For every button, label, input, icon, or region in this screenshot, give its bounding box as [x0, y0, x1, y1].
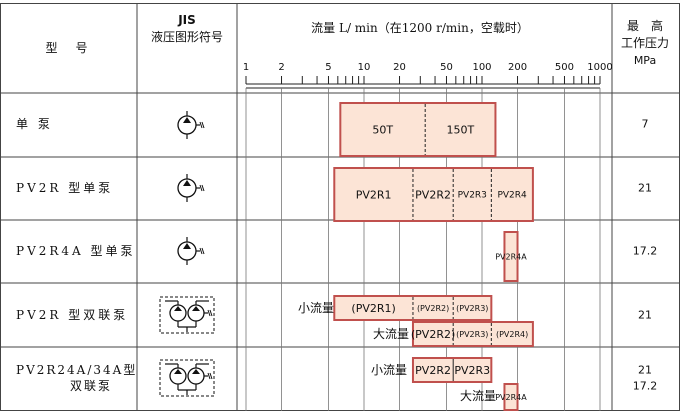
- pressure-header-line2: 工作压力: [620, 36, 670, 50]
- scale-tick-label: 5: [325, 62, 331, 73]
- model-row-1: 单 泵: [16, 117, 53, 131]
- model-row-5-line2: 双联泵: [70, 379, 113, 393]
- flow-bar-large-flow: [411, 321, 534, 347]
- flow-bar-pv2r-single: [333, 167, 534, 222]
- bar-label: (PV2R3): [456, 304, 488, 313]
- bar-label: PV2R4A: [495, 252, 527, 261]
- bar-label: PV2R2: [415, 364, 451, 377]
- jis-header-line2: 液压图形符号: [150, 30, 224, 44]
- scale-tick-label: 10: [358, 62, 371, 73]
- model-row-4: PV2R 型双联泵: [16, 308, 129, 322]
- pressure-row-4: 21: [638, 308, 652, 322]
- model-row-5-line1: PV2R24A/34A型: [16, 363, 138, 377]
- double-pump-symbol: [159, 296, 215, 334]
- bar-label: PV2R2: [415, 188, 451, 201]
- small-flow-label: 小流量: [371, 363, 408, 377]
- flow-bar-single-pump: [339, 102, 497, 157]
- pressure-row-1: 7: [641, 117, 649, 131]
- single-pump-symbol: [177, 111, 205, 139]
- single-pump-symbol: [177, 237, 205, 265]
- scale-tick-label: 20: [393, 62, 406, 73]
- single-pump-symbol: [177, 174, 205, 202]
- flow-bar-pv2r4a: [503, 231, 519, 282]
- bar-label: (PV2R2): [417, 304, 449, 313]
- scale-tick-label: 1000: [587, 62, 612, 73]
- small-flow-label: 小流量: [298, 301, 335, 315]
- bar-label: PV2R3: [458, 191, 487, 201]
- bar-label: (PV2R1): [351, 302, 395, 315]
- scale-tick-label: 1: [243, 62, 249, 73]
- large-flow-label: 大流量: [460, 389, 497, 403]
- pressure-header-line1: 最 高: [626, 19, 664, 33]
- model-row-3: PV2R4A 型单泵: [16, 244, 136, 258]
- scale-tick-label: 100: [472, 62, 491, 73]
- large-flow-label: 大流量: [373, 327, 410, 341]
- model-header: 型 号: [45, 41, 91, 55]
- flow-bar-small-flow: [411, 357, 493, 383]
- model-row-2: PV2R 型单泵: [16, 181, 114, 195]
- scale-tick-label: 500: [555, 62, 574, 73]
- bar-label: PV2R1: [356, 188, 392, 201]
- pressure-row-2: 21: [638, 181, 652, 195]
- flow-bar-large-flow: [503, 383, 519, 411]
- scale-tick-label: 200: [508, 62, 527, 73]
- flow-scale-ticks: 1 2 5 10 20 50 100 200 500 1000: [243, 62, 613, 84]
- pressure-unit: MPa: [633, 54, 657, 67]
- scale-tick-label: 50: [440, 62, 453, 73]
- pressure-row-5-line1: 21: [638, 363, 652, 377]
- pressure-row-3: 17.2: [632, 244, 658, 258]
- pressure-row-5-line2: 17.2: [632, 379, 658, 393]
- bar-label: 50T: [372, 123, 393, 136]
- double-pump-symbol: [159, 359, 215, 397]
- bar-label: (PV2R4): [496, 330, 528, 339]
- scale-tick-label: 2: [278, 62, 284, 73]
- jis-header-line1: JIS: [178, 13, 196, 27]
- bar-label: PV2R3: [454, 364, 490, 377]
- bar-label: 150T: [446, 123, 474, 136]
- bar-label: (PV2R2): [411, 328, 455, 341]
- flow-header: 流量 L/ min（在1200 r/min，空载时）: [311, 21, 529, 35]
- bar-label: (PV2R3): [456, 330, 488, 339]
- bar-label: PV2R4A: [495, 393, 527, 402]
- bar-label: PV2R4: [497, 191, 527, 201]
